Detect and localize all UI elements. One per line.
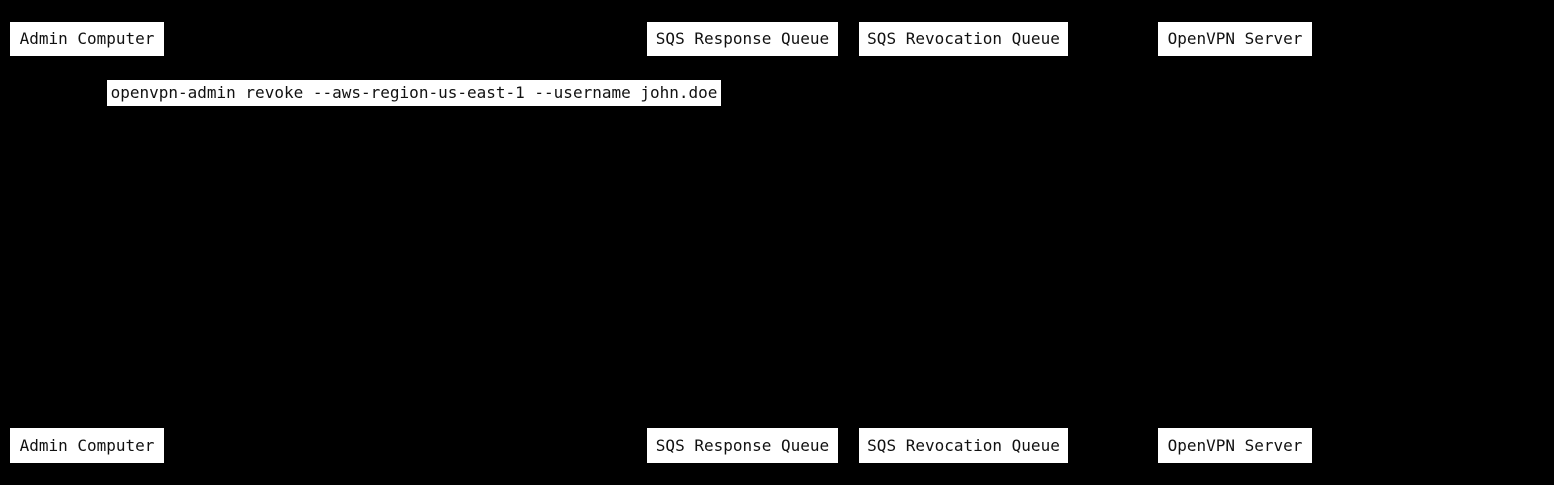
actor-bottom-sqs-response-queue: SQS Response Queue bbox=[647, 428, 838, 463]
actor-top-admin-computer: Admin Computer bbox=[10, 22, 164, 56]
actor-top-sqs-response-queue: SQS Response Queue bbox=[647, 22, 838, 56]
actor-bottom-sqs-revocation-queue: SQS Revocation Queue bbox=[859, 428, 1068, 463]
actor-bottom-openvpn-server: OpenVPN Server bbox=[1158, 428, 1312, 463]
actor-top-openvpn-server: OpenVPN Server bbox=[1158, 22, 1312, 56]
message-label-revoke-command: openvpn-admin revoke --aws-region-us-eas… bbox=[107, 80, 721, 106]
actor-top-sqs-revocation-queue: SQS Revocation Queue bbox=[859, 22, 1068, 56]
actor-bottom-admin-computer: Admin Computer bbox=[10, 428, 164, 463]
